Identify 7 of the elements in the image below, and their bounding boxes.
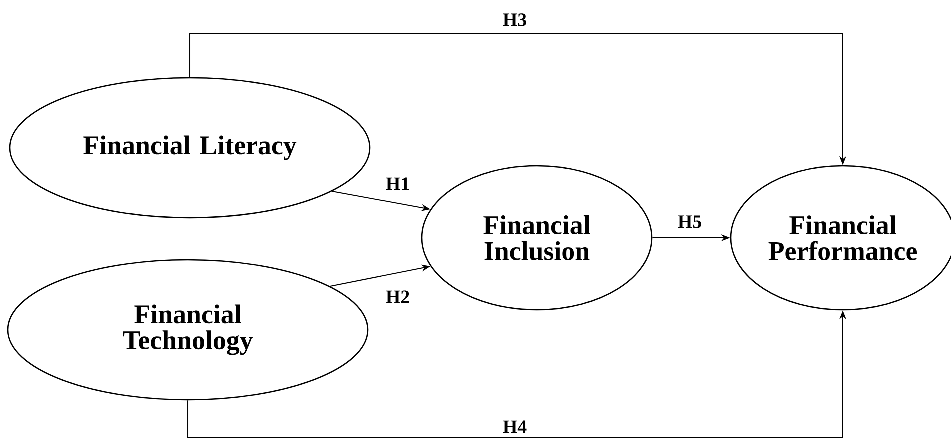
ellipse-node: Financial Technology [7, 259, 369, 401]
edge-label: H3 [502, 12, 528, 28]
ellipse-node: Financial Literacy [9, 77, 371, 219]
ellipse-node: Financial Inclusion [421, 165, 653, 311]
edge-label: H5 [676, 214, 704, 230]
edge-label: H2 [384, 290, 412, 304]
edge-label: H1 [384, 176, 412, 192]
